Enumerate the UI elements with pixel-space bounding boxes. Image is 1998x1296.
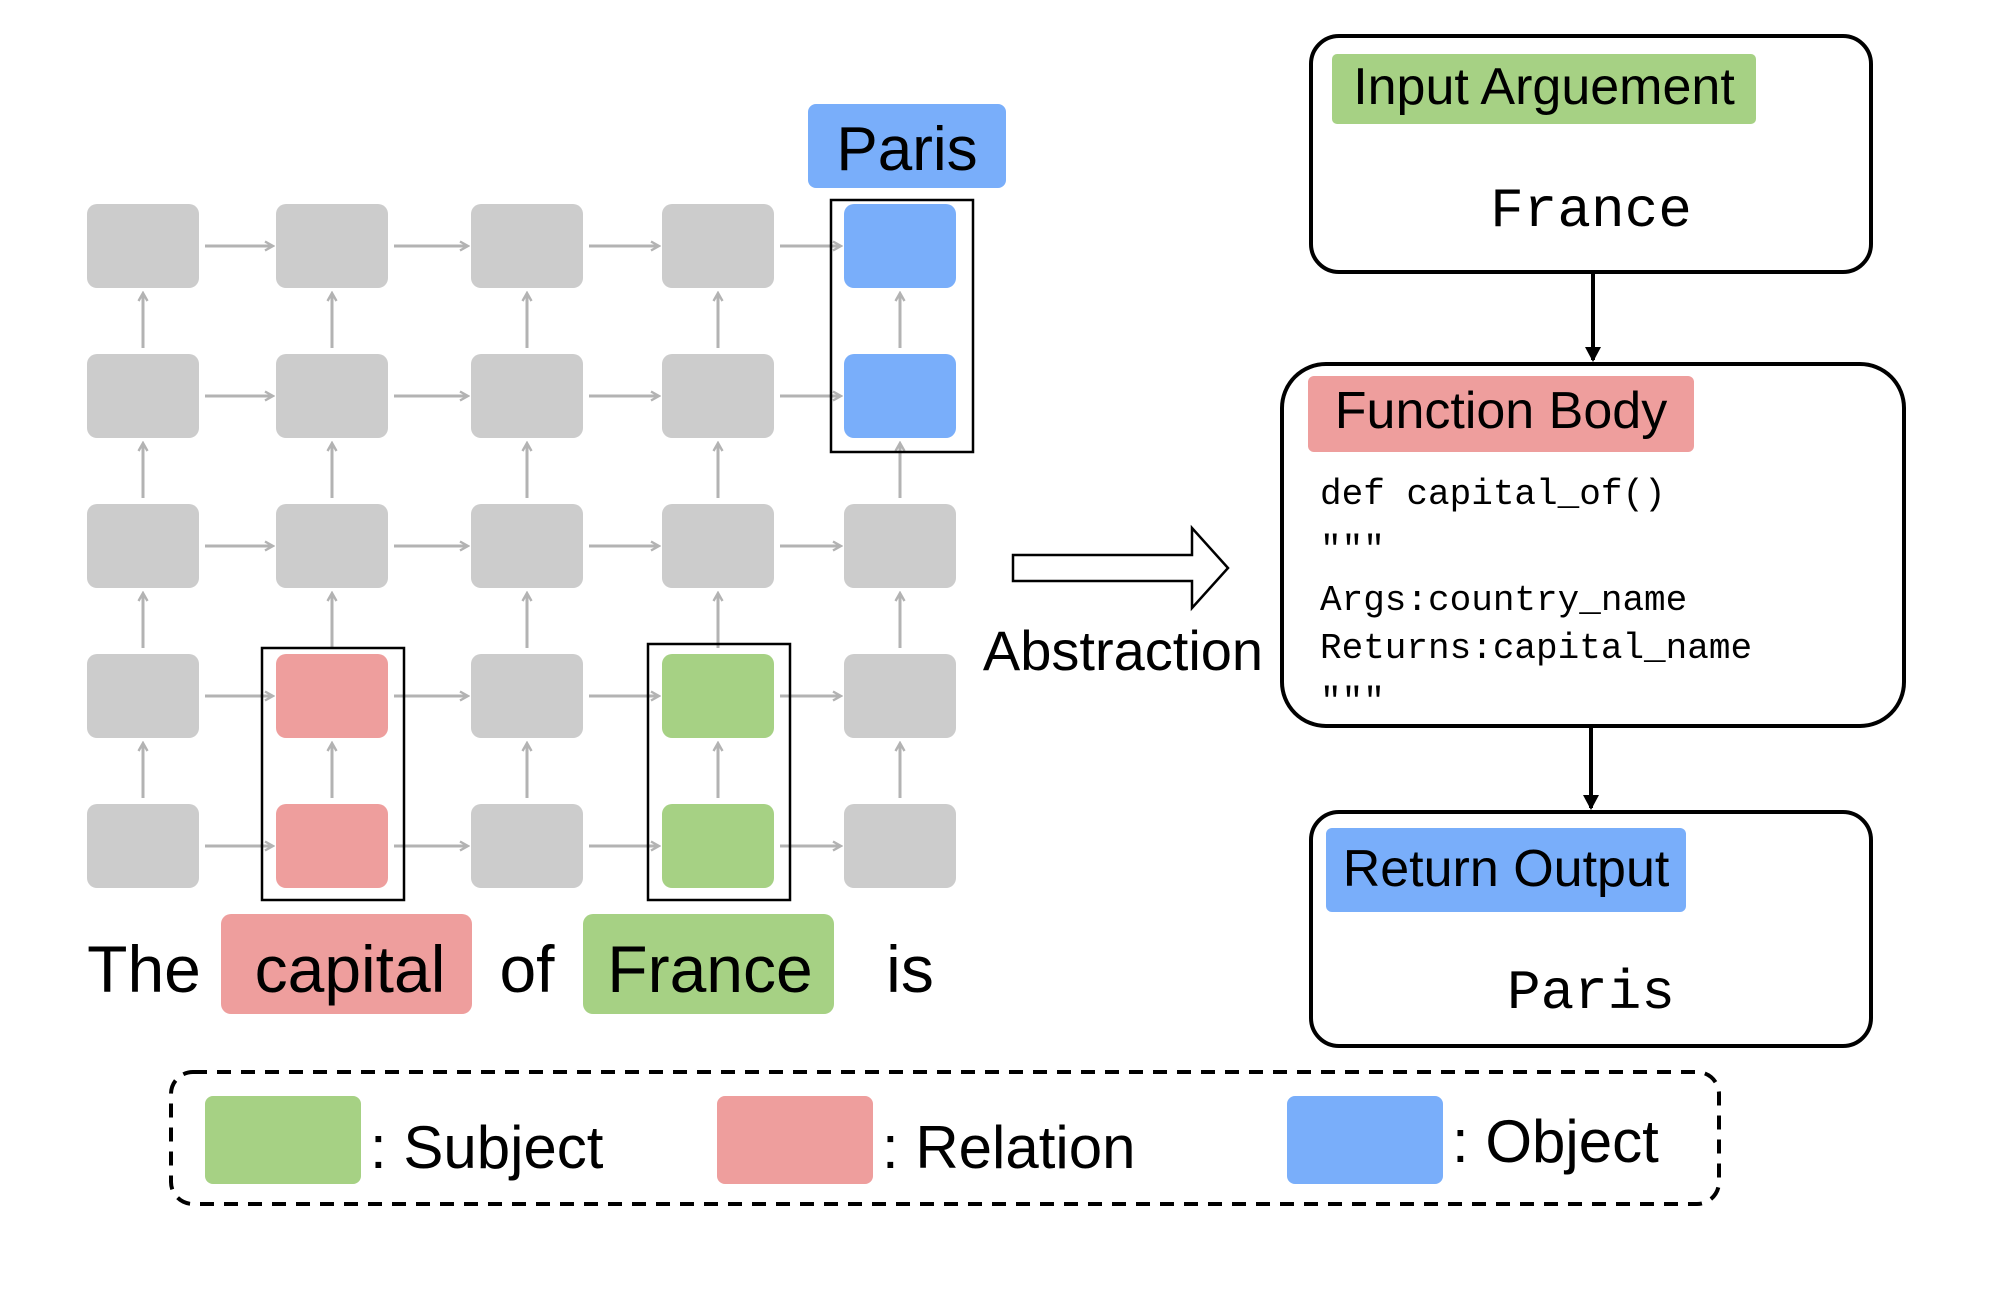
subject-token-highlight xyxy=(583,914,834,1014)
hidden-state-cell xyxy=(87,804,199,888)
hidden-state-cell xyxy=(276,354,388,438)
return-output-box: Return Output Paris xyxy=(1309,810,1873,1048)
hidden-state-cell xyxy=(87,354,199,438)
input-argument-value: France xyxy=(1490,179,1692,243)
function-body-line: def capital_of() xyxy=(1320,474,1666,515)
input-argument-box: Input Arguement France xyxy=(1309,34,1873,274)
relation-token-highlight xyxy=(221,914,472,1014)
return-output-value: Paris xyxy=(1507,961,1675,1025)
hidden-state-cell xyxy=(844,654,956,738)
token-capital: capital xyxy=(255,932,446,1006)
hidden-state-cell xyxy=(844,504,956,588)
output-token-highlight xyxy=(808,104,1006,188)
token-of: of xyxy=(499,932,555,1006)
hidden-state-cell xyxy=(87,504,199,588)
subject-column-outline xyxy=(646,642,792,902)
abstraction-arrow xyxy=(1011,524,1230,612)
legend-relation-label: : Relation xyxy=(882,1114,1135,1181)
relation-column-outline xyxy=(260,646,406,902)
hidden-state-cell xyxy=(844,354,956,438)
hidden-state-cell xyxy=(662,804,774,888)
hidden-state-cell xyxy=(844,204,956,288)
return-output-title: Return Output xyxy=(1343,840,1670,898)
token-is: is xyxy=(886,932,934,1006)
function-body-line: Returns:capital_name xyxy=(1320,628,1752,669)
hidden-state-cell xyxy=(87,654,199,738)
legend-relation-swatch xyxy=(717,1096,873,1184)
hidden-state-cell xyxy=(471,804,583,888)
legend-border xyxy=(169,1070,1721,1206)
function-body-box: Function Body def capital_of() """ Args:… xyxy=(1280,362,1906,728)
legend-subject-swatch xyxy=(205,1096,361,1184)
function-body-title: Function Body xyxy=(1335,382,1667,440)
hidden-state-cell xyxy=(662,354,774,438)
legend: : Subject : Relation : Object xyxy=(169,1070,1721,1206)
function-body-line: Args:country_name xyxy=(1320,580,1687,621)
hidden-state-cell xyxy=(276,504,388,588)
hidden-state-cell xyxy=(662,504,774,588)
hidden-state-cell xyxy=(87,204,199,288)
abstraction-label: Abstraction xyxy=(983,619,1263,682)
hidden-state-cell xyxy=(276,204,388,288)
object-column-outline xyxy=(829,198,975,454)
input-argument-title: Input Arguement xyxy=(1353,58,1735,116)
hidden-state-cell xyxy=(276,804,388,888)
return-output-title-highlight xyxy=(1326,828,1686,912)
hidden-state-cell xyxy=(662,204,774,288)
hidden-state-cell xyxy=(844,804,956,888)
hidden-state-cell xyxy=(662,654,774,738)
input-argument-title-highlight xyxy=(1332,54,1756,124)
function-body-line: """ xyxy=(1320,682,1385,723)
token-the: The xyxy=(87,932,201,1006)
output-token: Paris xyxy=(836,115,977,184)
input-sentence: The capital of France is xyxy=(87,914,934,1014)
network-cells xyxy=(87,204,956,888)
function-body-line: """ xyxy=(1320,530,1385,571)
function-body-title-highlight xyxy=(1308,376,1694,452)
hidden-state-cell xyxy=(471,204,583,288)
hidden-state-cell xyxy=(471,504,583,588)
token-france: France xyxy=(607,932,812,1006)
legend-object-swatch xyxy=(1287,1096,1443,1184)
hidden-state-cell xyxy=(471,354,583,438)
legend-subject-label: : Subject xyxy=(370,1114,604,1181)
hidden-state-cell xyxy=(276,654,388,738)
legend-object-label: : Object xyxy=(1452,1108,1659,1175)
hidden-state-cell xyxy=(471,654,583,738)
